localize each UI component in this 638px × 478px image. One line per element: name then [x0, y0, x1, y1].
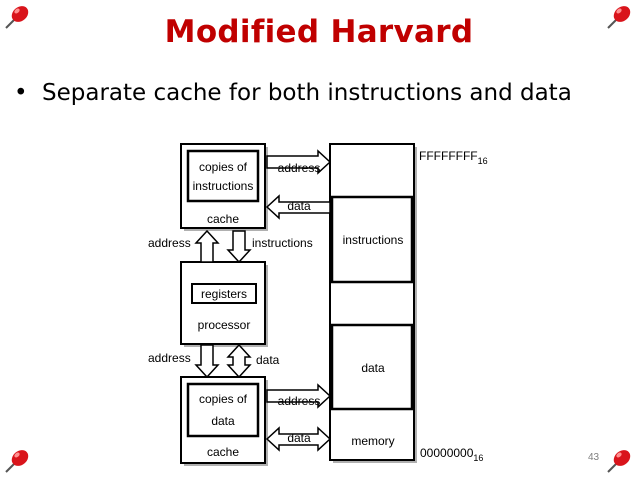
slide-number: 43	[588, 452, 600, 463]
dcache-address-arrow: address	[266, 383, 332, 409]
proc-dcache-data-label: data	[256, 353, 280, 367]
pushpin-icon	[607, 6, 631, 29]
icache-instructions-label: instructions	[193, 179, 254, 193]
data-cache: copies of data cache	[180, 376, 268, 466]
memory-label: memory	[351, 434, 394, 448]
proc-icache-address-arrow: address	[148, 229, 220, 263]
dcache-data-label: data	[211, 414, 235, 428]
dcache-label: cache	[207, 445, 239, 459]
icache-address-arrow: address	[266, 149, 332, 175]
memory-top-address: FFFFFFFF16	[419, 149, 488, 166]
proc-icache-address-label: address	[148, 236, 191, 250]
instruction-cache: copies of instructions cache	[180, 143, 268, 231]
icache-data-label: data	[287, 199, 311, 213]
registers-label: registers	[201, 287, 247, 301]
icache-copies-label: copies of	[199, 160, 248, 174]
dcache-address-label: address	[278, 394, 321, 408]
pushpin-icon	[5, 6, 29, 29]
slide-title: Modified Harvard	[164, 14, 474, 50]
proc-dcache-address-label: address	[148, 351, 191, 365]
dcache-data-label: data	[287, 431, 311, 445]
pushpin-icon	[5, 450, 29, 473]
memory: instructions data memory	[329, 143, 417, 463]
processor-label: processor	[198, 318, 251, 332]
bullet-text: Separate cache for both instructions and…	[42, 80, 572, 106]
memory-bottom-address: 0000000016	[420, 446, 483, 463]
pushpin-icon	[607, 450, 631, 473]
bullet-dot: •	[14, 80, 28, 106]
proc-icache-instructions-label: instructions	[252, 236, 313, 250]
memory-instructions-label: instructions	[343, 233, 404, 247]
memory-data-label: data	[361, 361, 385, 375]
bullet-item: • Separate cache for both instructions an…	[14, 80, 572, 106]
processor: registers processor	[180, 261, 268, 347]
proc-dcache-data-arrow: data	[226, 343, 280, 379]
icache-data-arrow: data	[265, 194, 331, 220]
icache-label: cache	[207, 212, 239, 226]
proc-dcache-address-arrow: address	[148, 344, 220, 379]
proc-icache-instructions-arrow: instructions	[226, 230, 313, 264]
icache-address-label: address	[278, 161, 321, 175]
dcache-data-arrow: data	[265, 426, 332, 452]
dcache-copies-label: copies of	[199, 392, 248, 406]
